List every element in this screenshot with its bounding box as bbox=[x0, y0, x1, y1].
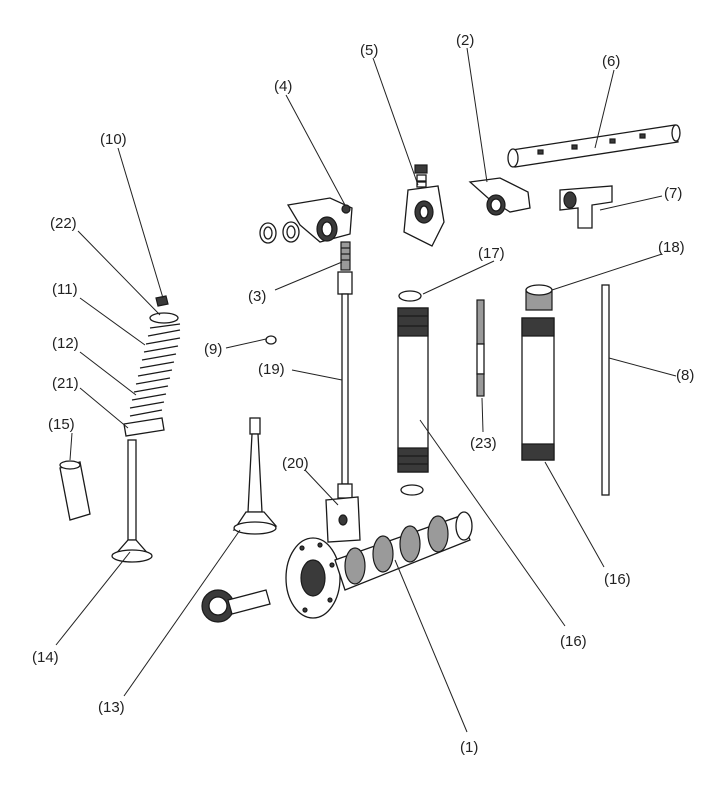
label-part-13: (13) bbox=[98, 699, 125, 716]
part-labels: (10) (22) (11) (12) (21) (15) (14) (13) … bbox=[32, 32, 694, 756]
valve-spring-assembly bbox=[123, 295, 181, 437]
label-part-15: (15) bbox=[48, 416, 75, 433]
push-rod-tube-center bbox=[397, 290, 429, 496]
label-part-14: (14) bbox=[32, 649, 59, 666]
label-part-16-right: (16) bbox=[604, 571, 631, 588]
label-part-2: (2) bbox=[456, 32, 474, 49]
label-part-23: (23) bbox=[470, 435, 497, 452]
rocker-arm-left bbox=[259, 197, 353, 244]
label-part-5: (5) bbox=[360, 42, 378, 59]
valve-right bbox=[232, 417, 278, 535]
rocker-support bbox=[403, 164, 445, 247]
label-part-8: (8) bbox=[676, 367, 694, 384]
stud bbox=[476, 299, 485, 397]
adjusting-screw bbox=[340, 241, 351, 271]
label-part-17: (17) bbox=[478, 245, 505, 262]
valve-guide bbox=[59, 460, 91, 521]
label-part-21: (21) bbox=[52, 375, 79, 392]
label-part-9: (9) bbox=[204, 341, 222, 358]
rocker-bracket bbox=[559, 185, 613, 229]
tappet bbox=[325, 496, 361, 543]
label-part-22: (22) bbox=[50, 215, 77, 232]
rod bbox=[601, 284, 610, 496]
drive-gear bbox=[201, 589, 271, 623]
label-part-7: (7) bbox=[664, 185, 682, 202]
label-part-19: (19) bbox=[258, 361, 285, 378]
rocker-arm-right bbox=[468, 177, 531, 216]
label-part-1: (1) bbox=[460, 739, 478, 756]
label-part-3: (3) bbox=[248, 288, 266, 305]
leader-lines bbox=[55, 47, 677, 733]
rocker-shaft bbox=[507, 124, 681, 168]
push-rod-tube-right bbox=[521, 284, 555, 461]
label-part-12: (12) bbox=[52, 335, 79, 352]
label-part-10: (10) bbox=[100, 131, 127, 148]
push-rod bbox=[337, 271, 353, 499]
label-part-18: (18) bbox=[658, 239, 685, 256]
camshaft bbox=[285, 511, 473, 619]
o-ring bbox=[265, 335, 277, 345]
valve-left bbox=[111, 439, 153, 563]
label-part-6: (6) bbox=[602, 53, 620, 70]
label-part-11: (11) bbox=[52, 281, 78, 298]
label-part-16-center: (16) bbox=[560, 633, 587, 650]
label-part-20: (20) bbox=[282, 455, 309, 472]
label-part-4: (4) bbox=[274, 78, 292, 95]
